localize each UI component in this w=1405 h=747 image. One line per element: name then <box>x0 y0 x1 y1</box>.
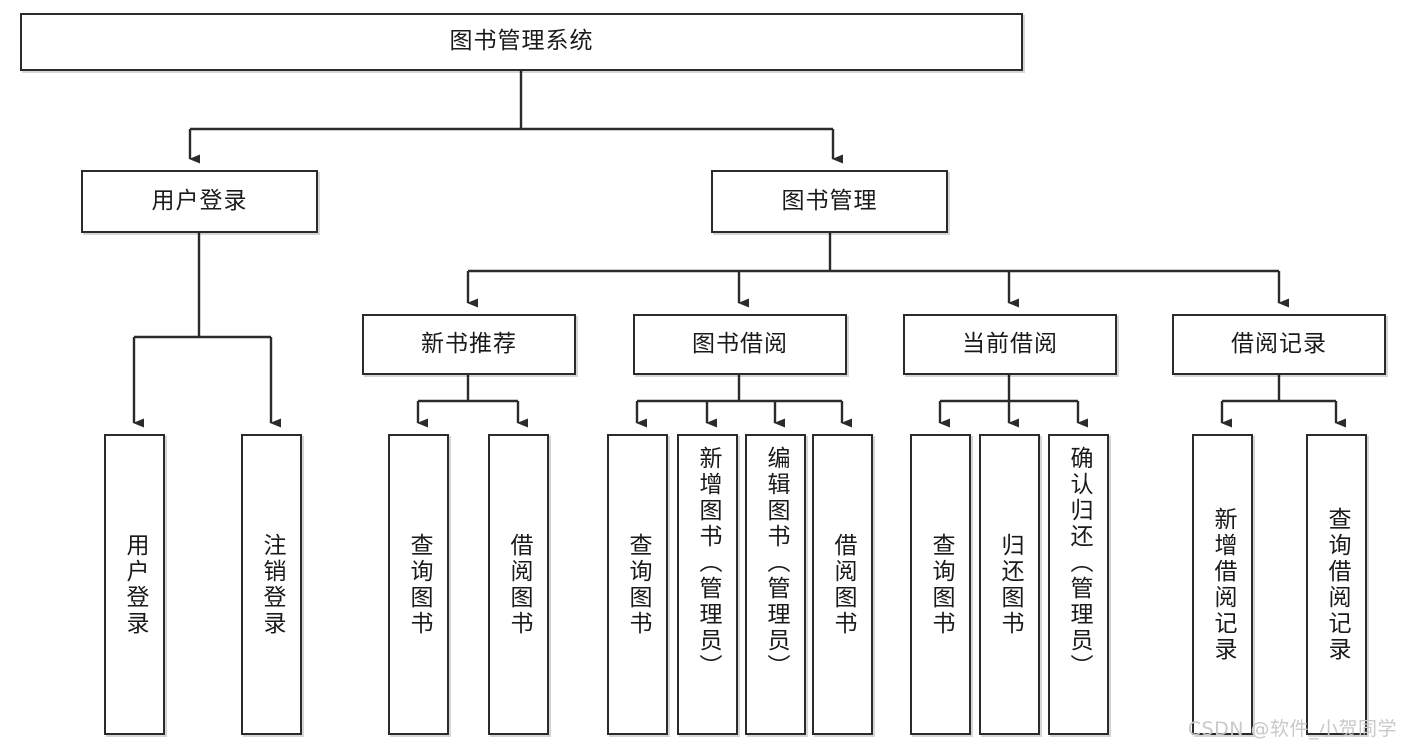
leaf-new-book-borrow[interactable]: 借阅图书 <box>488 434 549 735</box>
leaf-records-search-record[interactable]: 查询借阅记录 <box>1306 434 1367 735</box>
node-current-borrow-label: 当前借阅 <box>962 330 1058 357</box>
leaf-new-book-search[interactable]: 查询图书 <box>388 434 449 735</box>
node-new-book-recommend-label: 新书推荐 <box>421 330 517 357</box>
leaf-borrow-add-book[interactable]: 新增图书（管理员） <box>677 434 738 735</box>
leaf-current-search-book[interactable]: 查询图书 <box>910 434 971 735</box>
node-borrow-records-label: 借阅记录 <box>1231 330 1327 357</box>
leaf-borrow-borrow-book-label: 借阅图书 <box>830 532 856 637</box>
leaf-records-add-record[interactable]: 新增借阅记录 <box>1192 434 1253 735</box>
node-book-borrow[interactable]: 图书借阅 <box>633 314 847 375</box>
leaf-current-confirm-return-label: 确认归还（管理员） <box>1066 446 1092 680</box>
leaf-borrow-add-book-label: 新增图书（管理员） <box>695 446 721 680</box>
leaf-current-return-book[interactable]: 归还图书 <box>979 434 1040 735</box>
leaf-records-add-record-label: 新增借阅记录 <box>1210 506 1236 663</box>
leaf-new-book-search-label: 查询图书 <box>406 532 432 637</box>
node-book-management-label: 图书管理 <box>781 187 878 214</box>
leaf-borrow-borrow-book[interactable]: 借阅图书 <box>812 434 873 735</box>
leaf-records-search-record-label: 查询借阅记录 <box>1324 506 1350 663</box>
node-user-login[interactable]: 用户登录 <box>81 170 318 233</box>
leaf-user-login-signout[interactable]: 注销登录 <box>241 434 302 735</box>
leaf-borrow-search-book-label: 查询图书 <box>625 532 651 637</box>
node-root[interactable]: 图书管理系统 <box>20 13 1023 71</box>
leaf-borrow-search-book[interactable]: 查询图书 <box>607 434 668 735</box>
leaf-borrow-edit-book[interactable]: 编辑图书（管理员） <box>745 434 806 735</box>
node-user-login-label: 用户登录 <box>151 187 248 214</box>
node-book-management[interactable]: 图书管理 <box>711 170 948 233</box>
leaf-borrow-edit-book-label: 编辑图书（管理员） <box>763 446 789 680</box>
csdn-watermark: CSDN @软件_小贺同学 <box>1187 718 1397 740</box>
leaf-user-login-signout-label: 注销登录 <box>259 532 285 637</box>
node-current-borrow[interactable]: 当前借阅 <box>903 314 1117 375</box>
leaf-current-confirm-return[interactable]: 确认归还（管理员） <box>1048 434 1109 735</box>
leaf-current-return-book-label: 归还图书 <box>997 532 1023 637</box>
node-root-label: 图书管理系统 <box>449 28 594 55</box>
leaf-current-search-book-label: 查询图书 <box>928 532 954 637</box>
leaf-user-login-signin-label: 用户登录 <box>122 532 148 637</box>
node-book-borrow-label: 图书借阅 <box>692 330 788 357</box>
leaf-new-book-borrow-label: 借阅图书 <box>506 532 532 637</box>
node-new-book-recommend[interactable]: 新书推荐 <box>362 314 576 375</box>
node-borrow-records[interactable]: 借阅记录 <box>1172 314 1386 375</box>
leaf-user-login-signin[interactable]: 用户登录 <box>104 434 165 735</box>
